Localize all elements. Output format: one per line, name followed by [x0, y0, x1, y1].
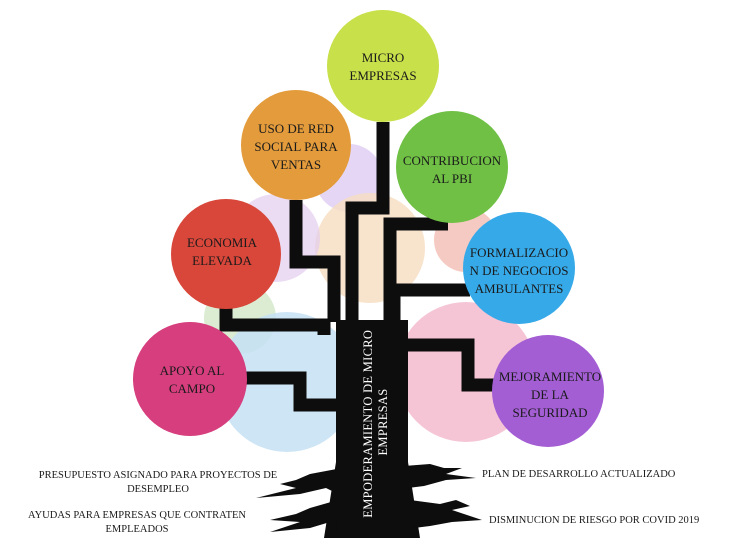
- root-label-line: EMPLEADOS: [105, 524, 168, 535]
- branch-mejoramiento: [406, 338, 500, 392]
- root-label-plan: PLAN DE DESARROLLO ACTUALIZADO: [482, 469, 676, 480]
- node-economia-elevada: ECONOMIA ELEVADA: [171, 199, 281, 309]
- node-label-line: MEJORAMIENTO: [499, 369, 601, 384]
- branch-apoyo: [246, 371, 338, 412]
- branch-micro: [345, 122, 390, 322]
- node-circle: [241, 90, 351, 200]
- root-left-lower: [270, 500, 338, 532]
- node-label: USO DE RED SOCIAL PARA VENTAS: [254, 121, 338, 172]
- node-circle: [463, 212, 575, 324]
- node-label-line: VENTAS: [271, 157, 321, 172]
- root-label-presupuesto: PRESUPUESTO ASIGNADO PARA PROYECTOS DE DE…: [39, 470, 277, 495]
- node-label: ECONOMIA ELEVADA: [187, 235, 258, 268]
- node-label-line: AMBULANTES: [475, 281, 564, 296]
- node-formalizacion: FORMALIZACIO N DE NEGOCIOS AMBULANTES: [463, 212, 575, 324]
- node-label-line: N DE NEGOCIOS: [470, 263, 569, 278]
- branch-economia: [219, 306, 331, 335]
- node-label-line: MICRO: [362, 50, 405, 65]
- root-left-upper: [256, 468, 342, 498]
- node-label-line: ELEVADA: [192, 253, 252, 268]
- roots: [256, 464, 482, 532]
- node-circle: [396, 111, 508, 223]
- node-label: CONTRIBUCION AL PBI: [403, 153, 502, 186]
- node-label: APOYO AL CAMPO: [160, 363, 225, 396]
- node-label-line: APOYO AL: [160, 363, 225, 378]
- node-label-line: DE LA: [531, 387, 570, 402]
- node-apoyo-campo: APOYO AL CAMPO: [133, 322, 247, 436]
- branch-red-social: [289, 200, 341, 322]
- node-label-line: AL PBI: [432, 171, 472, 186]
- node-uso-red-social: USO DE RED SOCIAL PARA VENTAS: [241, 90, 351, 200]
- node-label: MEJORAMIENTO DE LA SEGURIDAD: [499, 369, 601, 420]
- branches: [219, 122, 500, 412]
- root-right-upper: [404, 464, 476, 488]
- node-label-line: ECONOMIA: [187, 235, 258, 250]
- root-label-disminucion: DISMINUCION DE RIESGO POR COVID 2019: [489, 515, 699, 526]
- tree-trunk: [324, 320, 420, 538]
- root-label-line: DESEMPLEO: [127, 484, 189, 495]
- node-label-line: SEGURIDAD: [512, 405, 587, 420]
- root-label-line: PLAN DE DESARROLLO ACTUALIZADO: [482, 469, 676, 480]
- node-label: MICRO EMPRESAS: [349, 50, 416, 83]
- root-label-line: DISMINUCION DE RIESGO POR COVID 2019: [489, 515, 699, 526]
- root-label-line: PRESUPUESTO ASIGNADO PARA PROYECTOS DE: [39, 470, 277, 481]
- root-right-lower: [410, 500, 482, 528]
- node-label-line: SOCIAL PARA: [254, 139, 338, 154]
- node-circle: [492, 335, 604, 447]
- node-label-line: EMPRESAS: [349, 68, 416, 83]
- node-circle: [327, 10, 439, 122]
- root-label-ayudas: AYUDAS PARA EMPRESAS QUE CONTRATEN EMPLEA…: [28, 510, 246, 535]
- node-circle: [133, 322, 247, 436]
- trunk-label: EMPODERAMIENTO DE MICRO EMPRESAS: [361, 326, 390, 517]
- node-mejoramiento-seguridad: MEJORAMIENTO DE LA SEGURIDAD: [492, 335, 604, 447]
- node-label-line: CONTRIBUCION: [403, 153, 502, 168]
- branch-formalizacion: [387, 283, 470, 322]
- node-label-line: FORMALIZACIO: [470, 245, 568, 260]
- node-label-line: USO DE RED: [258, 121, 334, 136]
- root-label-line: AYUDAS PARA EMPRESAS QUE CONTRATEN: [28, 510, 246, 521]
- node-circle: [171, 199, 281, 309]
- node-label-line: CAMPO: [169, 381, 215, 396]
- node-micro-empresas: MICRO EMPRESAS: [327, 10, 439, 122]
- node-contribucion-pbi: CONTRIBUCION AL PBI: [396, 111, 508, 223]
- node-label: FORMALIZACIO N DE NEGOCIOS AMBULANTES: [470, 245, 569, 296]
